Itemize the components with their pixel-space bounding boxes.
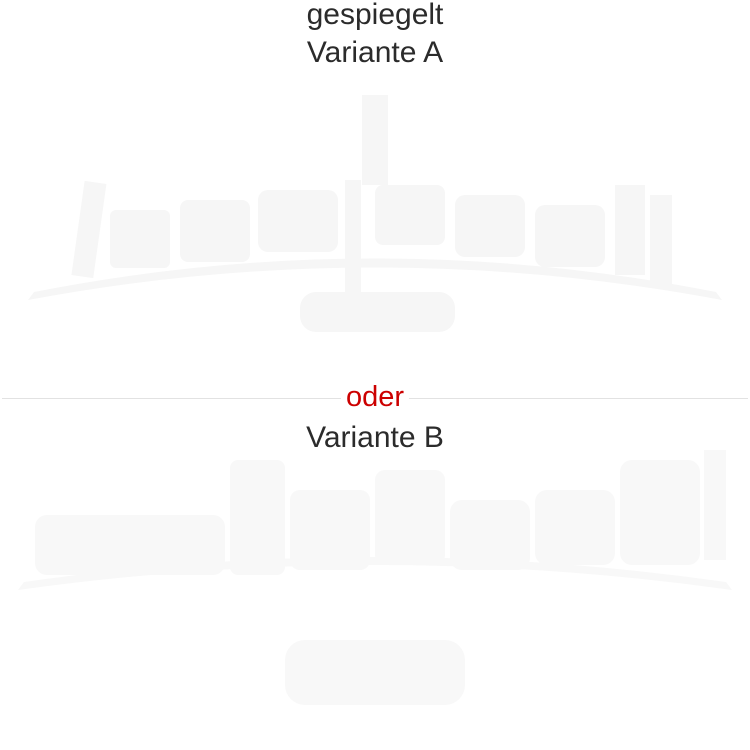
top-caption: gespiegelt — [306, 0, 444, 31]
variant-a-label: Variante A — [306, 36, 444, 69]
variant-b-label: Variante B — [306, 421, 444, 454]
separator-label: oder — [340, 380, 410, 414]
variant-b-artwork — [18, 450, 732, 705]
variant-a-artwork — [28, 95, 722, 332]
